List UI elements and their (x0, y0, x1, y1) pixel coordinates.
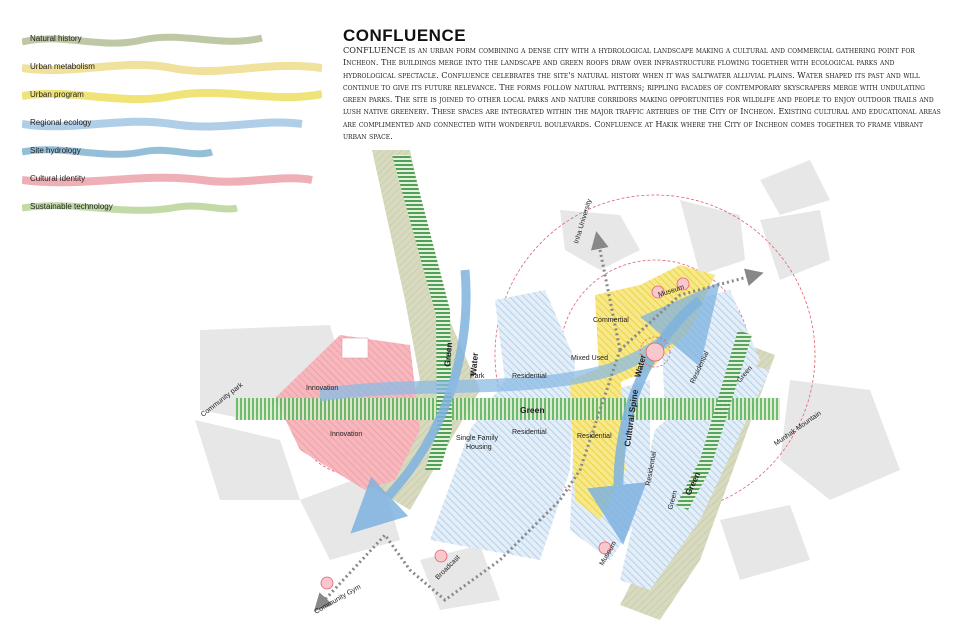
legend-item-sustainable-technology: Sustainable technology (22, 196, 322, 220)
label-water-vertical: Water (468, 351, 480, 376)
legend-label: Urban program (30, 90, 84, 99)
legend-label: Natural history (30, 34, 82, 43)
label-innovation-1: Innovation (306, 385, 338, 392)
innovation-building (341, 337, 369, 359)
legend-label: Cultural identity (30, 174, 86, 183)
legend-label: Regional ecology (30, 118, 92, 127)
label-residential-3: Residential (577, 433, 612, 440)
label-commertial: Commertial (593, 317, 629, 324)
legend-item-urban-metabolism: Urban metabolism (22, 56, 322, 80)
legend-item-site-hydrology: Site hydrology (22, 140, 322, 164)
legend: Natural history Urban metabolism Urban p… (22, 28, 322, 228)
label-residential-1: Residential (512, 373, 547, 380)
label-park: Park (470, 373, 485, 380)
wave-stroke-icon (22, 60, 322, 76)
label-mixed-used: Mixed Used (571, 355, 608, 362)
label-housing: Housing (466, 444, 492, 451)
water-flow-spine (587, 296, 704, 545)
green-band-diagonal (676, 330, 752, 510)
legend-label: Site hydrology (30, 146, 81, 155)
legend-label: Sustainable technology (30, 202, 113, 211)
label-innovation-2: Innovation (330, 431, 362, 438)
legend-item-cultural-identity: Cultural identity (22, 168, 322, 192)
wave-stroke-icon (22, 202, 238, 214)
wave-stroke-icon (22, 33, 263, 47)
label-single-family: Single Family (456, 435, 499, 442)
label-green-vertical: Green (442, 342, 454, 367)
legend-label: Urban metabolism (30, 62, 95, 71)
wave-stroke-icon (22, 117, 303, 131)
wave-stroke-icon (22, 146, 214, 158)
pedestrian-paths (313, 231, 764, 612)
green-band-horizontal (235, 398, 780, 420)
cultural-nodes (320, 277, 690, 590)
legend-item-natural-history: Natural history (22, 28, 322, 52)
legend-item-urban-program: Urban program (22, 84, 322, 108)
label-green-diagonal-1: Green (667, 490, 679, 511)
label-residential-2: Residential (512, 429, 547, 436)
project-description: CONFLUENCE is an urban form combining a … (343, 45, 941, 142)
wave-stroke-icon (22, 88, 322, 104)
residential-area-left (430, 290, 575, 560)
legend-item-regional-ecology: Regional ecology (22, 112, 322, 136)
label-green-horizontal: Green (520, 405, 545, 415)
wave-stroke-icon (22, 173, 313, 187)
label-community-gym: Community Gym (314, 584, 363, 616)
page-title: CONFLUENCE (343, 26, 467, 45)
